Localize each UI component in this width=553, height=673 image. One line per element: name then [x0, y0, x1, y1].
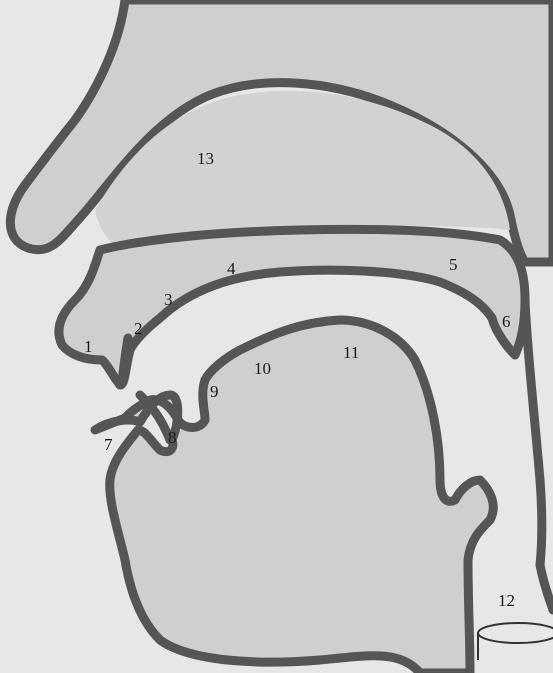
label-11: 11	[343, 343, 359, 362]
label-2: 2	[134, 319, 143, 338]
upper-teeth	[122, 338, 128, 382]
label-7: 7	[104, 435, 113, 454]
label-1: 1	[84, 337, 93, 356]
label-10: 10	[254, 359, 271, 378]
label-12: 12	[498, 591, 515, 610]
label-8: 8	[168, 428, 177, 447]
label-5: 5	[449, 255, 458, 274]
label-13: 13	[197, 149, 214, 168]
label-4: 4	[227, 259, 236, 278]
label-9: 9	[210, 382, 219, 401]
label-3: 3	[164, 290, 173, 309]
label-6: 6	[502, 312, 511, 331]
